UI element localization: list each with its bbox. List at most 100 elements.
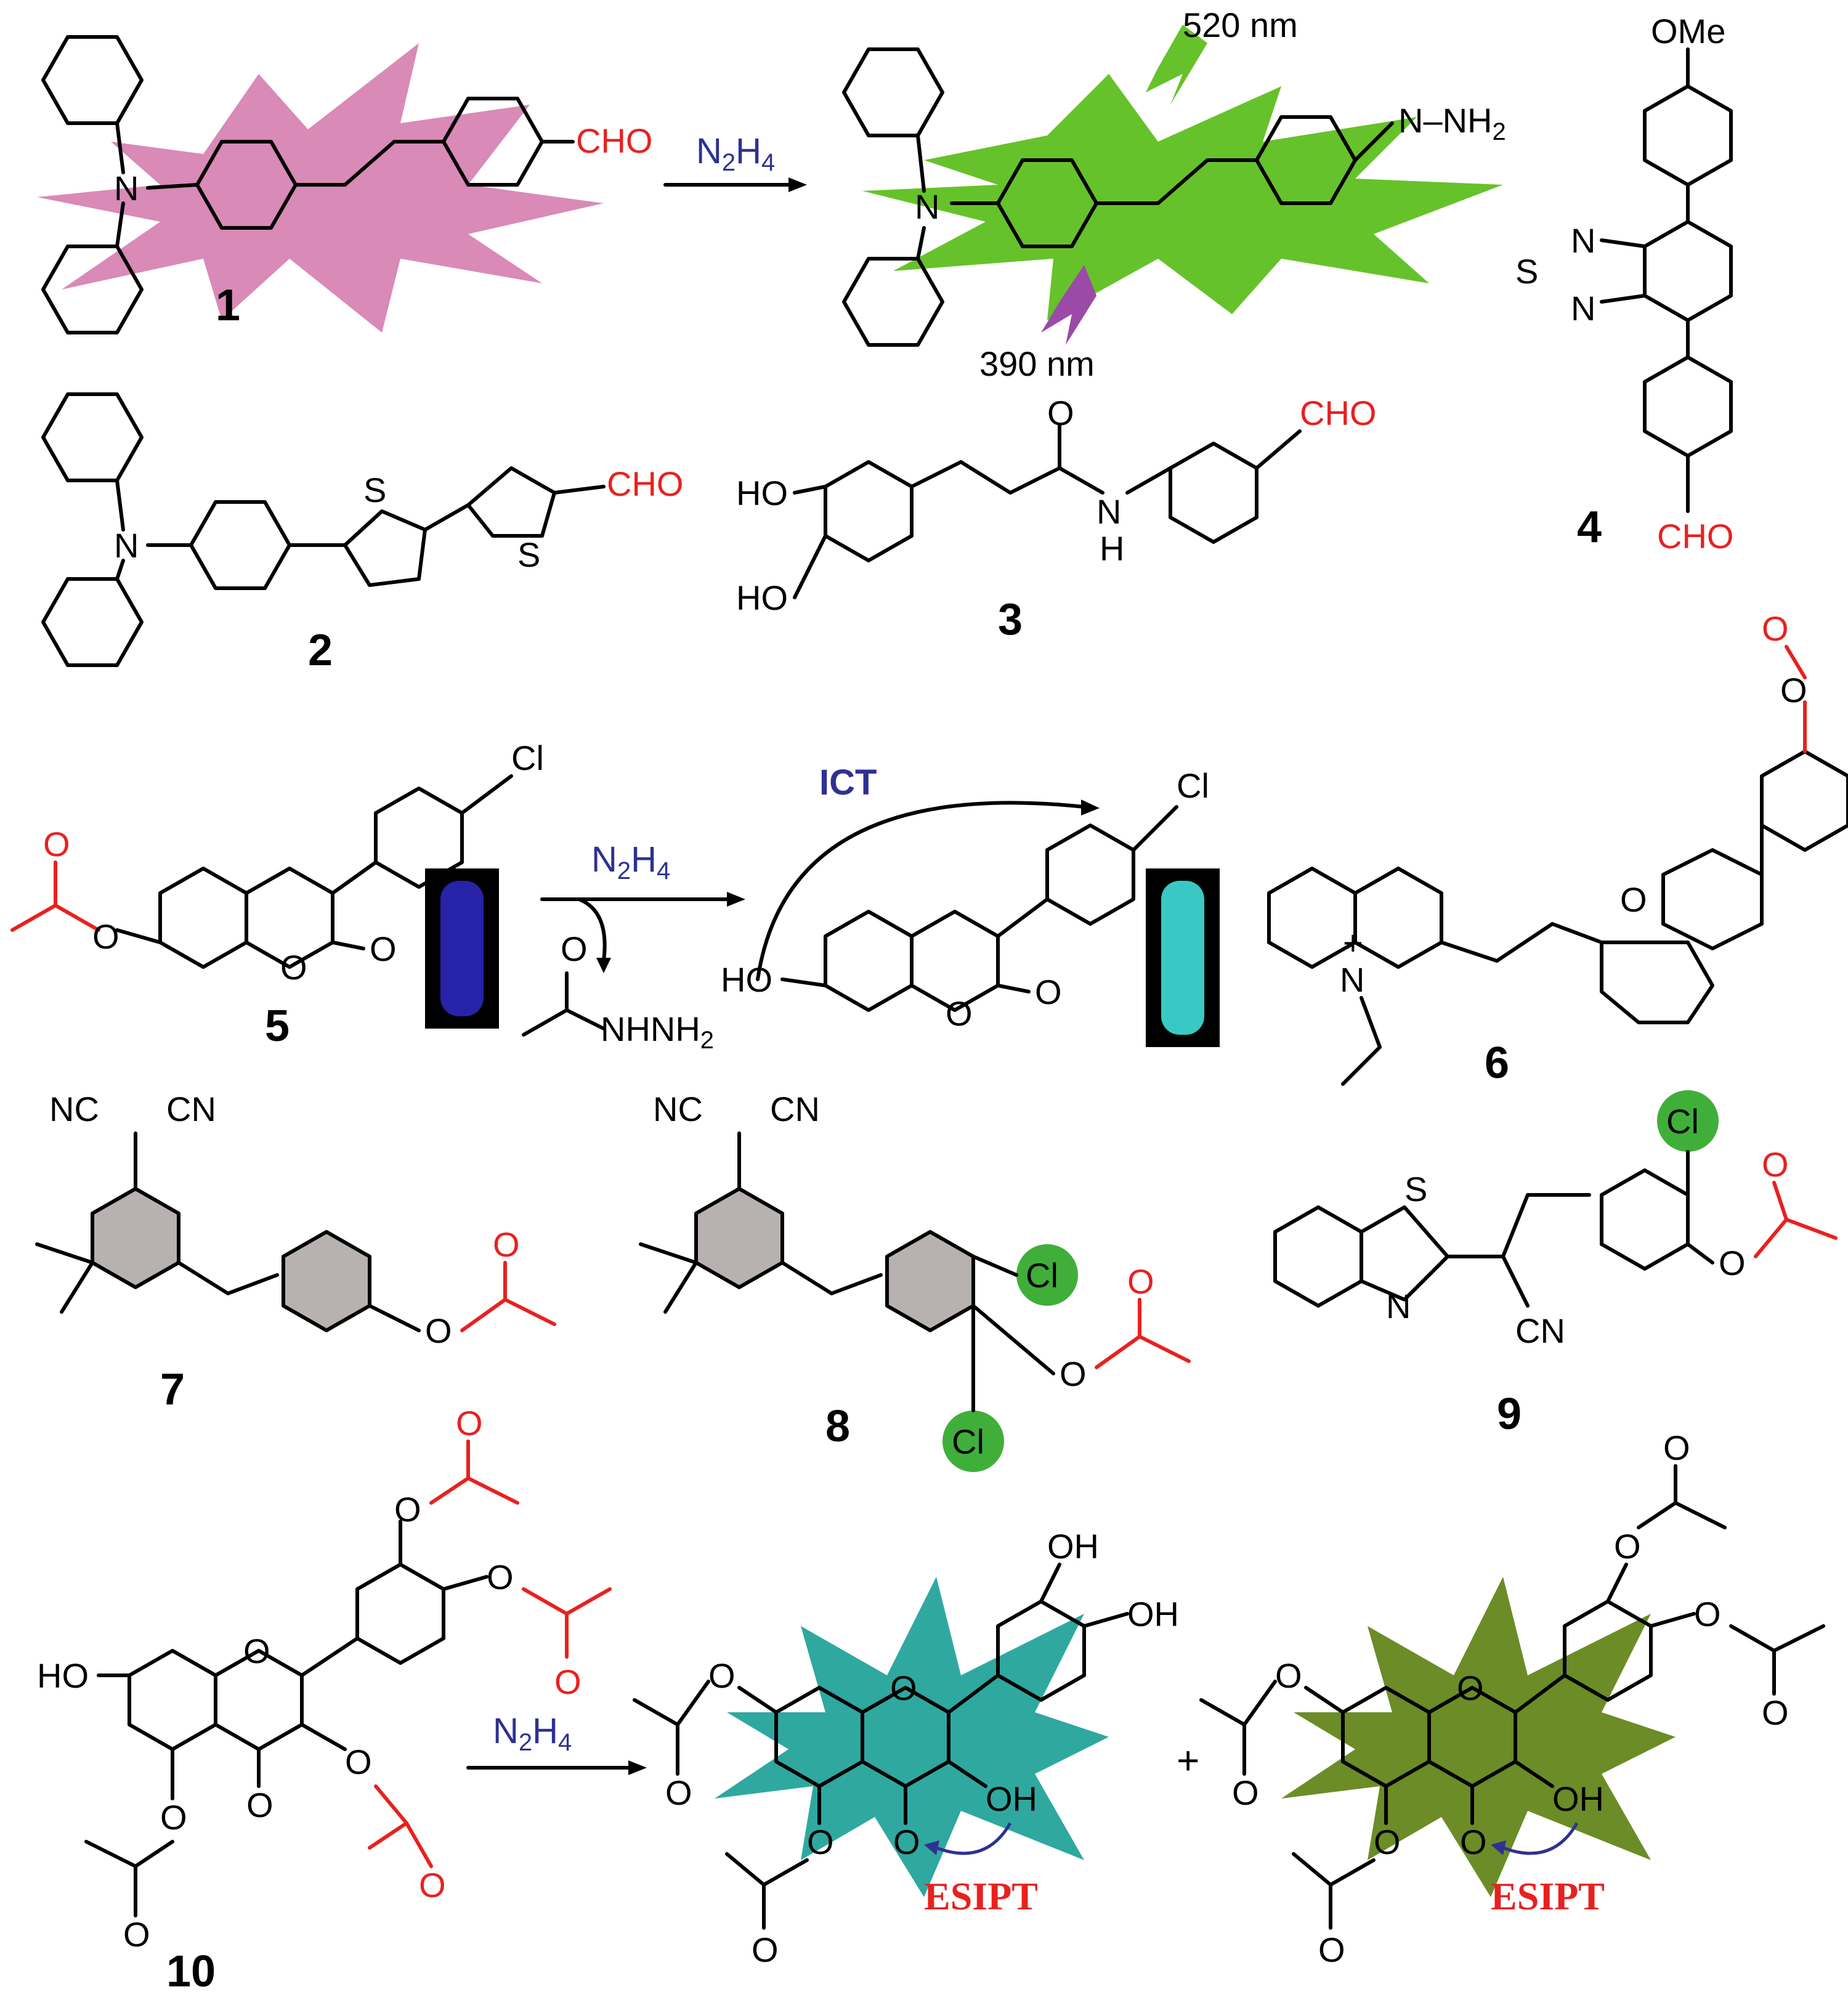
compound-5: O O O O Cl 5 [10, 739, 544, 1051]
svg-text:O: O [890, 1669, 917, 1707]
compound-label-10: 10 [166, 1947, 216, 1995]
svg-text:O: O [425, 1311, 452, 1350]
svg-text:O: O [708, 1656, 736, 1695]
svg-text:O: O [123, 1915, 150, 1954]
compound-7: NC CN O O 7 [35, 1090, 556, 1414]
cho-group: CHO [1300, 394, 1376, 432]
svg-text:O: O [1035, 973, 1062, 1011]
svg-text:O: O [1762, 609, 1789, 648]
acetohydrazide-label: NHNH2 [601, 1010, 714, 1054]
compound-5-product: ICT HO O O Cl [721, 763, 1220, 1047]
compound-3: HO HO O N H CHO 3 [736, 394, 1376, 644]
compound-8: NC CN Cl Cl O O 8 [639, 1090, 1191, 1472]
svg-text:O: O [1232, 1773, 1259, 1812]
compound-label-1: 1 [216, 281, 240, 330]
compound-6: N + O O O 6 [1267, 609, 1848, 1088]
svg-text:Cl: Cl [1026, 1256, 1058, 1295]
compound-label-4: 4 [1577, 503, 1602, 552]
svg-text:HO: HO [721, 960, 772, 999]
highlight-ring-phenyl [283, 1232, 370, 1330]
compound-1: N CHO 1 [37, 35, 652, 334]
emission-label: 520 nm [1183, 6, 1298, 44]
atom-n: N [915, 187, 939, 226]
svg-text:O: O [243, 1632, 270, 1670]
svg-text:N: N [114, 526, 139, 565]
svg-text:O: O [345, 1742, 372, 1781]
svg-text:O: O [1457, 1669, 1484, 1707]
compound-label-9: 9 [1497, 1390, 1522, 1439]
esipt-label: ESIPT [924, 1874, 1038, 1918]
svg-text:O: O [561, 929, 588, 968]
svg-text:O: O [1374, 1823, 1401, 1861]
compound-1-hydrazone: N N–NH2 520 nm 390 nm [842, 6, 1506, 383]
svg-text:O: O [1127, 1262, 1154, 1301]
cho-group: CHO [1657, 517, 1733, 556]
emission-arrow [1146, 25, 1207, 105]
svg-text:O: O [419, 1866, 446, 1904]
compound-label-2: 2 [308, 626, 333, 675]
compound-label-5: 5 [265, 1002, 290, 1051]
product-teal: O O OH OH OH O O O O ESIPT [633, 1527, 1179, 1969]
svg-text:O: O [1762, 1145, 1789, 1184]
svg-text:O: O [493, 1225, 520, 1264]
cl-ball [1657, 1090, 1719, 1152]
svg-text:CN: CN [770, 1090, 820, 1128]
reaction-arrow-1: N2H4 [663, 131, 807, 192]
reagent-n2h4: N2H4 [696, 131, 775, 176]
svg-text:+: + [1343, 923, 1363, 962]
svg-text:OH: OH [1127, 1595, 1179, 1633]
svg-text:HO: HO [37, 1656, 89, 1695]
svg-text:O: O [1275, 1656, 1302, 1695]
svg-text:CN: CN [1515, 1311, 1565, 1350]
fluorescence-star-pink [37, 43, 604, 333]
svg-text:OH: OH [1552, 1779, 1604, 1818]
fluorescence-star-teal [715, 1577, 1109, 1897]
svg-text:O: O [1620, 880, 1647, 919]
svg-text:OH: OH [986, 1779, 1037, 1818]
cho-group: CHO [576, 121, 652, 160]
highlight-ring-cyclohexadiene [92, 1189, 179, 1287]
svg-text:O: O [1719, 1244, 1746, 1282]
cl-ball-bottom [942, 1410, 1004, 1472]
compound-9: S N CN Cl O O 9 [1273, 1090, 1838, 1439]
esipt-arrow [936, 1822, 1012, 1855]
svg-text:O: O [92, 917, 120, 956]
svg-text:O: O [1460, 1823, 1487, 1861]
svg-text:Cl: Cl [511, 739, 544, 777]
reaction-arrow-2: N2H4 O NHNH2 [522, 840, 745, 1054]
svg-text:CN: CN [166, 1090, 216, 1128]
svg-text:OH: OH [1047, 1527, 1099, 1566]
cl-ball-top [1016, 1244, 1078, 1306]
svg-text:N: N [1571, 221, 1595, 260]
compound-label-3: 3 [998, 595, 1023, 644]
svg-text:O: O [1694, 1595, 1721, 1633]
excitation-arrow [1041, 265, 1096, 345]
svg-text:O: O [1047, 394, 1074, 432]
svg-text:N: N [1096, 492, 1121, 531]
svg-text:O: O [456, 1404, 483, 1443]
reaction-arrow-3: N2H4 [466, 1711, 647, 1775]
svg-text:HO: HO [736, 474, 788, 512]
svg-text:O: O [893, 1823, 920, 1861]
compound-2: N S S CHO 2 [41, 392, 683, 675]
svg-text:Cl: Cl [1177, 766, 1209, 805]
reagent-n2h4: N2H4 [591, 840, 670, 884]
svg-text:OMe: OMe [1651, 12, 1725, 51]
svg-text:O: O [43, 825, 70, 864]
svg-text:S: S [1404, 1170, 1427, 1208]
hydrazone-group: N–NH2 [1398, 101, 1506, 145]
svg-text:N: N [1571, 289, 1595, 328]
svg-text:NC: NC [49, 1090, 99, 1128]
ring-phenyl-top [41, 35, 144, 125]
product-olive: O O OH O O O O O O O O ESIPT [1199, 1428, 1825, 1969]
svg-text:O: O [1318, 1930, 1345, 1969]
svg-text:Cl: Cl [952, 1422, 984, 1461]
svg-text:O: O [665, 1773, 692, 1812]
compound-label-6: 6 [1485, 1038, 1509, 1088]
svg-text:O: O [160, 1798, 187, 1837]
excitation-label: 390 nm [979, 344, 1095, 383]
svg-text:N: N [1340, 960, 1364, 999]
svg-text:O: O [1060, 1354, 1087, 1393]
svg-text:O: O [370, 929, 397, 968]
